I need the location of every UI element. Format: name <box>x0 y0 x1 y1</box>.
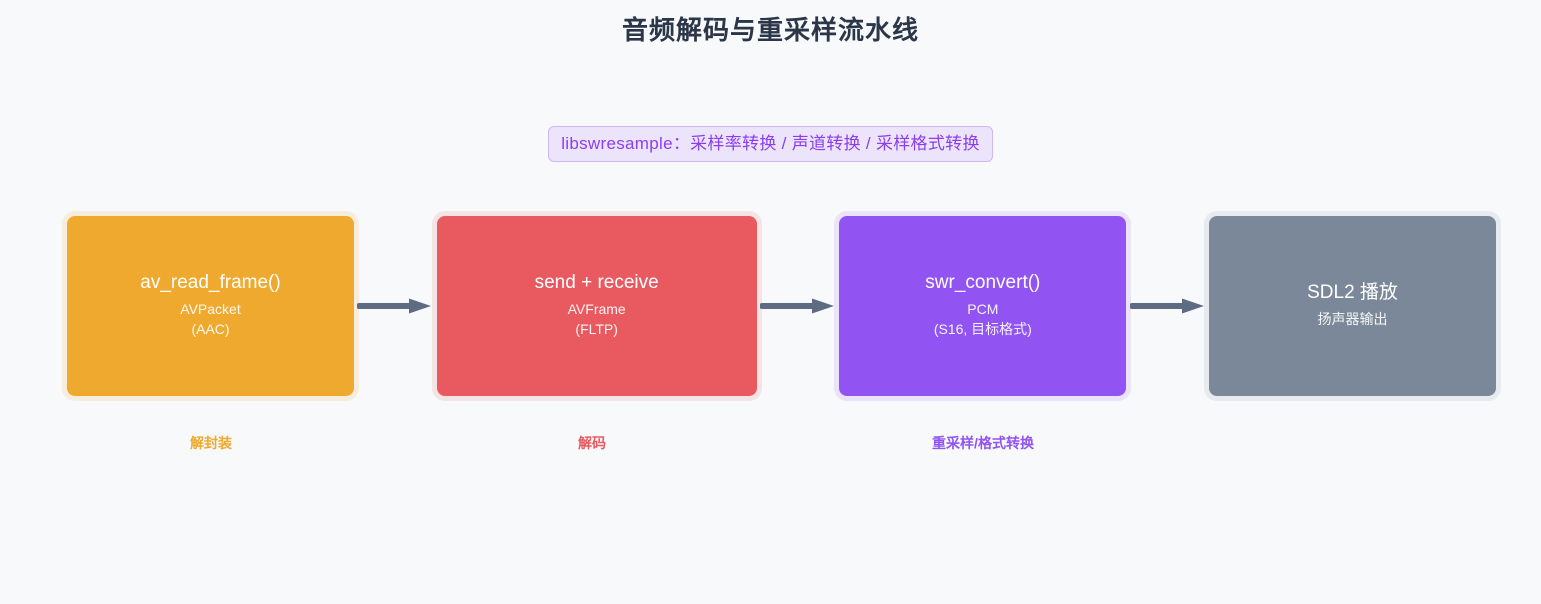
node-playback[interactable]: SDL2 播放 扬声器输出 <box>1209 216 1497 396</box>
node-demux-sub-line2: (AAC) <box>191 320 230 337</box>
stage-label-decode: 解码 <box>578 435 606 451</box>
node-resample-subtitle: PCM (S16, 目标格式) <box>934 300 1032 340</box>
node-resample-title: swr_convert() <box>925 272 1041 294</box>
arrow-resample-to-playback <box>1126 216 1209 396</box>
arrow-demux-to-decode <box>354 216 437 396</box>
node-playback-title: SDL2 播放 <box>1307 282 1398 304</box>
node-decode-sub-line2: (FLTP) <box>575 320 618 337</box>
library-badge-row: libswresample：采样率转换 / 声道转换 / 采样格式转换 <box>0 126 1541 162</box>
node-demux-sub-line1: AVPacket <box>180 301 241 318</box>
libswresample-badge: libswresample：采样率转换 / 声道转换 / 采样格式转换 <box>548 126 993 162</box>
node-resample-sub-line1: PCM <box>967 301 999 318</box>
node-demux[interactable]: av_read_frame() AVPacket (AAC) <box>67 216 354 396</box>
stage-label-demux: 解封装 <box>190 435 232 451</box>
node-playback-subtitle: 扬声器输出 <box>1318 310 1388 330</box>
node-decode-title: send + receive <box>534 272 659 294</box>
node-resample-sub-line2: (S16, 目标格式) <box>933 320 1032 337</box>
node-decode-sub-line1: AVFrame <box>567 301 626 318</box>
node-playback-sub-line1: 扬声器输出 <box>1317 310 1388 327</box>
arrow-decode-to-resample <box>757 216 840 396</box>
node-demux-subtitle: AVPacket (AAC) <box>180 300 240 340</box>
node-demux-title: av_read_frame() <box>140 272 281 294</box>
stage-label-resample: 重采样/格式转换 <box>932 435 1034 451</box>
pipeline-flow: av_read_frame() AVPacket (AAC) send + re… <box>67 216 1497 396</box>
node-decode[interactable]: send + receive AVFrame (FLTP) <box>436 216 757 396</box>
page-title: 音频解码与重采样流水线 <box>621 15 919 45</box>
stage-labels: 解封装 解码 重采样/格式转换 <box>67 432 1496 456</box>
node-resample[interactable]: swr_convert() PCM (S16, 目标格式) <box>839 216 1127 396</box>
node-decode-subtitle: AVFrame (FLTP) <box>568 300 626 340</box>
